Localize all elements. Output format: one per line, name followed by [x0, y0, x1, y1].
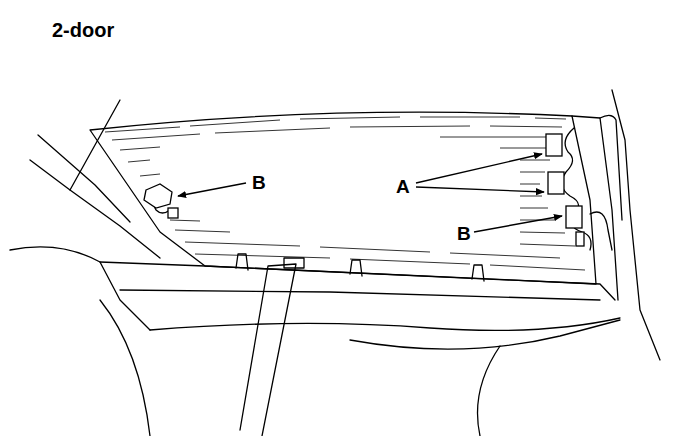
left-pillar [30, 160, 160, 258]
connector-a-lower [548, 172, 564, 194]
connectors [144, 134, 584, 246]
leader-arrow [416, 187, 544, 192]
ground-terminal [168, 208, 178, 218]
body-lines [10, 90, 660, 436]
leader-arrow [416, 154, 542, 183]
connector-b-right [566, 206, 582, 228]
clip [236, 254, 248, 270]
belt-guide [284, 258, 304, 268]
seatback-top [150, 318, 620, 330]
right-pillar-outer [612, 90, 660, 360]
left-seat-side [10, 247, 150, 330]
diagram-title: 2-door [52, 20, 114, 40]
right-pillar-trim [600, 115, 622, 220]
left-roof-edge [70, 100, 120, 190]
rear-glass [90, 112, 596, 284]
harness-wire [562, 128, 591, 250]
clip [472, 265, 484, 281]
seat-belt [240, 264, 296, 436]
connector-b-left [144, 184, 172, 208]
callout-letter: B [252, 173, 266, 192]
left-pillar-inner [38, 135, 130, 222]
leader-arrow [474, 216, 562, 232]
hatch-lines [105, 117, 585, 270]
callout-letter: A [396, 177, 410, 196]
leader-arrow [178, 183, 246, 196]
seat-left [100, 300, 150, 436]
rear-shelf-front [120, 290, 600, 300]
harness-wire [590, 212, 612, 250]
connector-a-upper [546, 134, 562, 156]
connector-bracket [576, 232, 584, 246]
clip [350, 260, 362, 276]
glass-hatching [105, 117, 585, 270]
leader-lines [178, 154, 562, 232]
seat-line [478, 346, 501, 436]
seatback-right [350, 320, 620, 349]
callout-letter: B [457, 224, 471, 243]
